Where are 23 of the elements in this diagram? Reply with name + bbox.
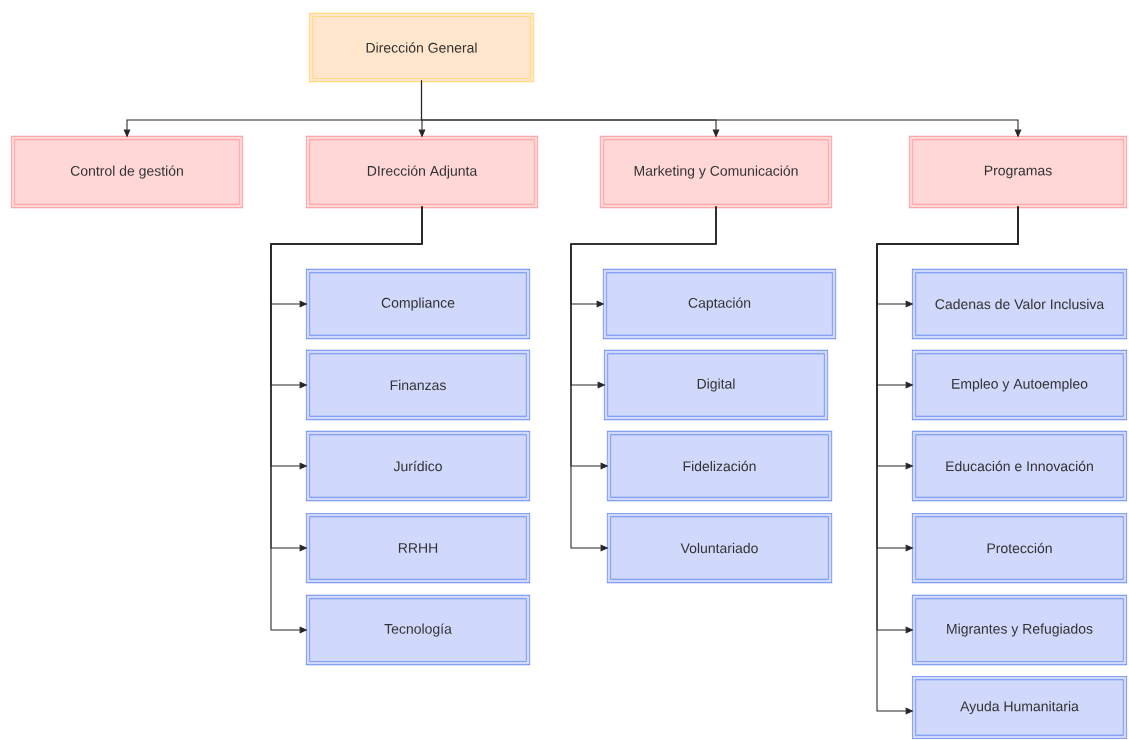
department-box: Control de gestión <box>10 135 244 209</box>
unit-box: Educación e Innovación <box>911 430 1128 502</box>
department-box: DIrección Adjunta <box>305 135 539 209</box>
department-box: Programas <box>908 135 1128 209</box>
unit-box: Voluntariado <box>606 512 833 584</box>
unit-box: Jurídico <box>305 430 531 502</box>
unit-box: Protección <box>911 512 1128 584</box>
director-box: Dirección General <box>308 12 535 83</box>
connector-arrow <box>570 205 717 552</box>
unit-box: Migrantes y Refugiados <box>911 594 1128 666</box>
unit-box: Cadenas de Valor Inclusiva <box>911 268 1128 340</box>
unit-box: Ayuda Humanitaria <box>911 675 1128 740</box>
unit-box: Finanzas <box>305 349 531 421</box>
unit-box: RRHH <box>305 512 531 584</box>
unit-box: Digital <box>603 349 829 421</box>
unit-box: Captación <box>602 268 837 340</box>
unit-box: Empleo y Autoempleo <box>911 349 1128 421</box>
unit-box: Fidelización <box>606 430 833 502</box>
unit-box: Compliance <box>305 268 531 340</box>
unit-box: Tecnología <box>305 594 531 666</box>
connector-arrow <box>270 205 423 634</box>
connector-arrow <box>876 205 1019 715</box>
department-box: Marketing y Comunicación <box>599 135 833 209</box>
